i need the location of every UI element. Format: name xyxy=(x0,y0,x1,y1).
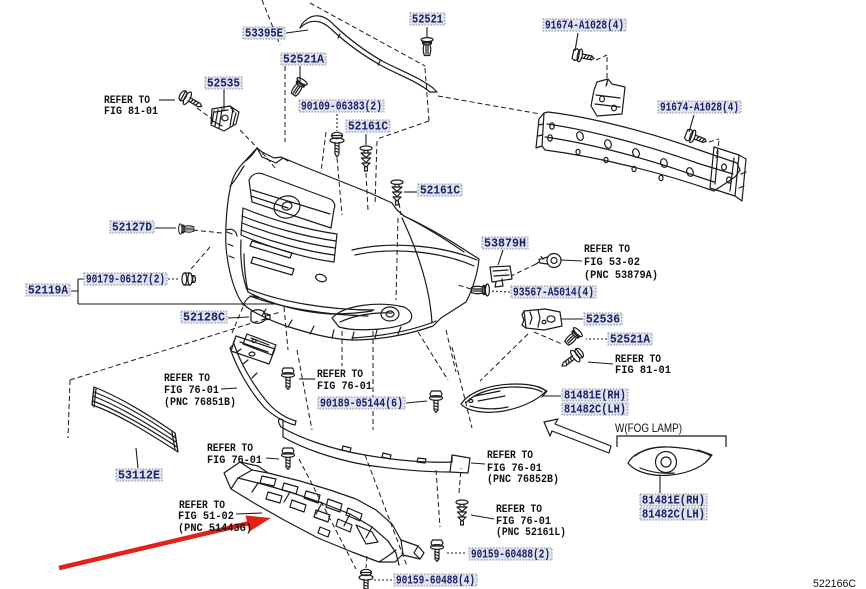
svg-text:52521: 52521 xyxy=(412,14,443,27)
svg-text:81482C(LH): 81482C(LH) xyxy=(564,404,626,417)
svg-text:52521A: 52521A xyxy=(283,54,324,67)
svg-text:93567-A5014(4): 93567-A5014(4) xyxy=(513,287,594,300)
svg-text:91674-A1028(4): 91674-A1028(4) xyxy=(545,20,624,33)
svg-text:REFER TO: REFER TO xyxy=(104,95,150,107)
svg-text:(PNC 51443G): (PNC 51443G) xyxy=(178,523,252,535)
svg-text:81481E(RH): 81481E(RH) xyxy=(564,390,626,403)
svg-text:FIG 76-01: FIG 76-01 xyxy=(496,516,551,528)
svg-text:52535: 52535 xyxy=(207,78,240,91)
svg-text:52119A: 52119A xyxy=(28,285,68,298)
svg-text:81482C(LH): 81482C(LH) xyxy=(642,509,705,522)
svg-text:90189-05144(6): 90189-05144(6) xyxy=(320,398,403,411)
svg-text:(PNC 52161L): (PNC 52161L) xyxy=(496,527,566,539)
svg-text:REFER TO: REFER TO xyxy=(496,504,542,516)
svg-text:REFER TO: REFER TO xyxy=(179,500,225,512)
svg-text:52536: 52536 xyxy=(586,314,620,327)
svg-text:(PNC 76851B): (PNC 76851B) xyxy=(164,397,236,409)
svg-text:90109-06383(2): 90109-06383(2) xyxy=(301,101,382,114)
svg-text:91674-A1028(4): 91674-A1028(4) xyxy=(660,102,739,115)
svg-text:REFER TO: REFER TO xyxy=(317,369,363,381)
svg-text:FIG 81-01: FIG 81-01 xyxy=(104,106,158,118)
svg-text:FIG 51-02: FIG 51-02 xyxy=(178,511,234,523)
svg-text:52127D: 52127D xyxy=(112,222,152,235)
svg-text:REFER TO: REFER TO xyxy=(615,354,661,366)
svg-text:FIG 76-01: FIG 76-01 xyxy=(317,381,372,393)
svg-text:(PNC 76852B): (PNC 76852B) xyxy=(487,474,559,486)
svg-text:FIG 81-01: FIG 81-01 xyxy=(615,365,671,377)
svg-text:90159-60488(4): 90159-60488(4) xyxy=(396,575,475,588)
svg-text:53112E: 53112E xyxy=(118,470,160,483)
svg-text:53395E: 53395E xyxy=(245,28,283,41)
svg-text:REFER TO: REFER TO xyxy=(487,450,533,462)
svg-text:W(FOG LAMP): W(FOG LAMP) xyxy=(615,421,682,435)
svg-text:FIG 76-01: FIG 76-01 xyxy=(487,463,542,475)
svg-text:REFER TO: REFER TO xyxy=(164,373,210,385)
svg-text:81481E(RH): 81481E(RH) xyxy=(642,495,705,508)
svg-text:REFER TO: REFER TO xyxy=(207,443,253,455)
svg-text:FIG 76-01: FIG 76-01 xyxy=(164,385,219,397)
svg-text:REFER TO: REFER TO xyxy=(584,244,630,256)
svg-text:52161C: 52161C xyxy=(348,121,388,134)
svg-text:(PNC 53879A): (PNC 53879A) xyxy=(584,270,658,282)
svg-text:90179-06127(2): 90179-06127(2) xyxy=(86,274,165,287)
svg-text:52128C: 52128C xyxy=(183,312,225,325)
svg-text:522166C: 522166C xyxy=(813,578,856,589)
svg-text:53879H: 53879H xyxy=(484,238,526,251)
svg-text:90159-60488(2): 90159-60488(2) xyxy=(471,549,550,562)
svg-text:FIG 53-02: FIG 53-02 xyxy=(584,257,640,269)
svg-text:FIG 76-01: FIG 76-01 xyxy=(207,455,262,467)
svg-text:52161C: 52161C xyxy=(420,185,460,198)
svg-text:52521A: 52521A xyxy=(610,334,650,347)
